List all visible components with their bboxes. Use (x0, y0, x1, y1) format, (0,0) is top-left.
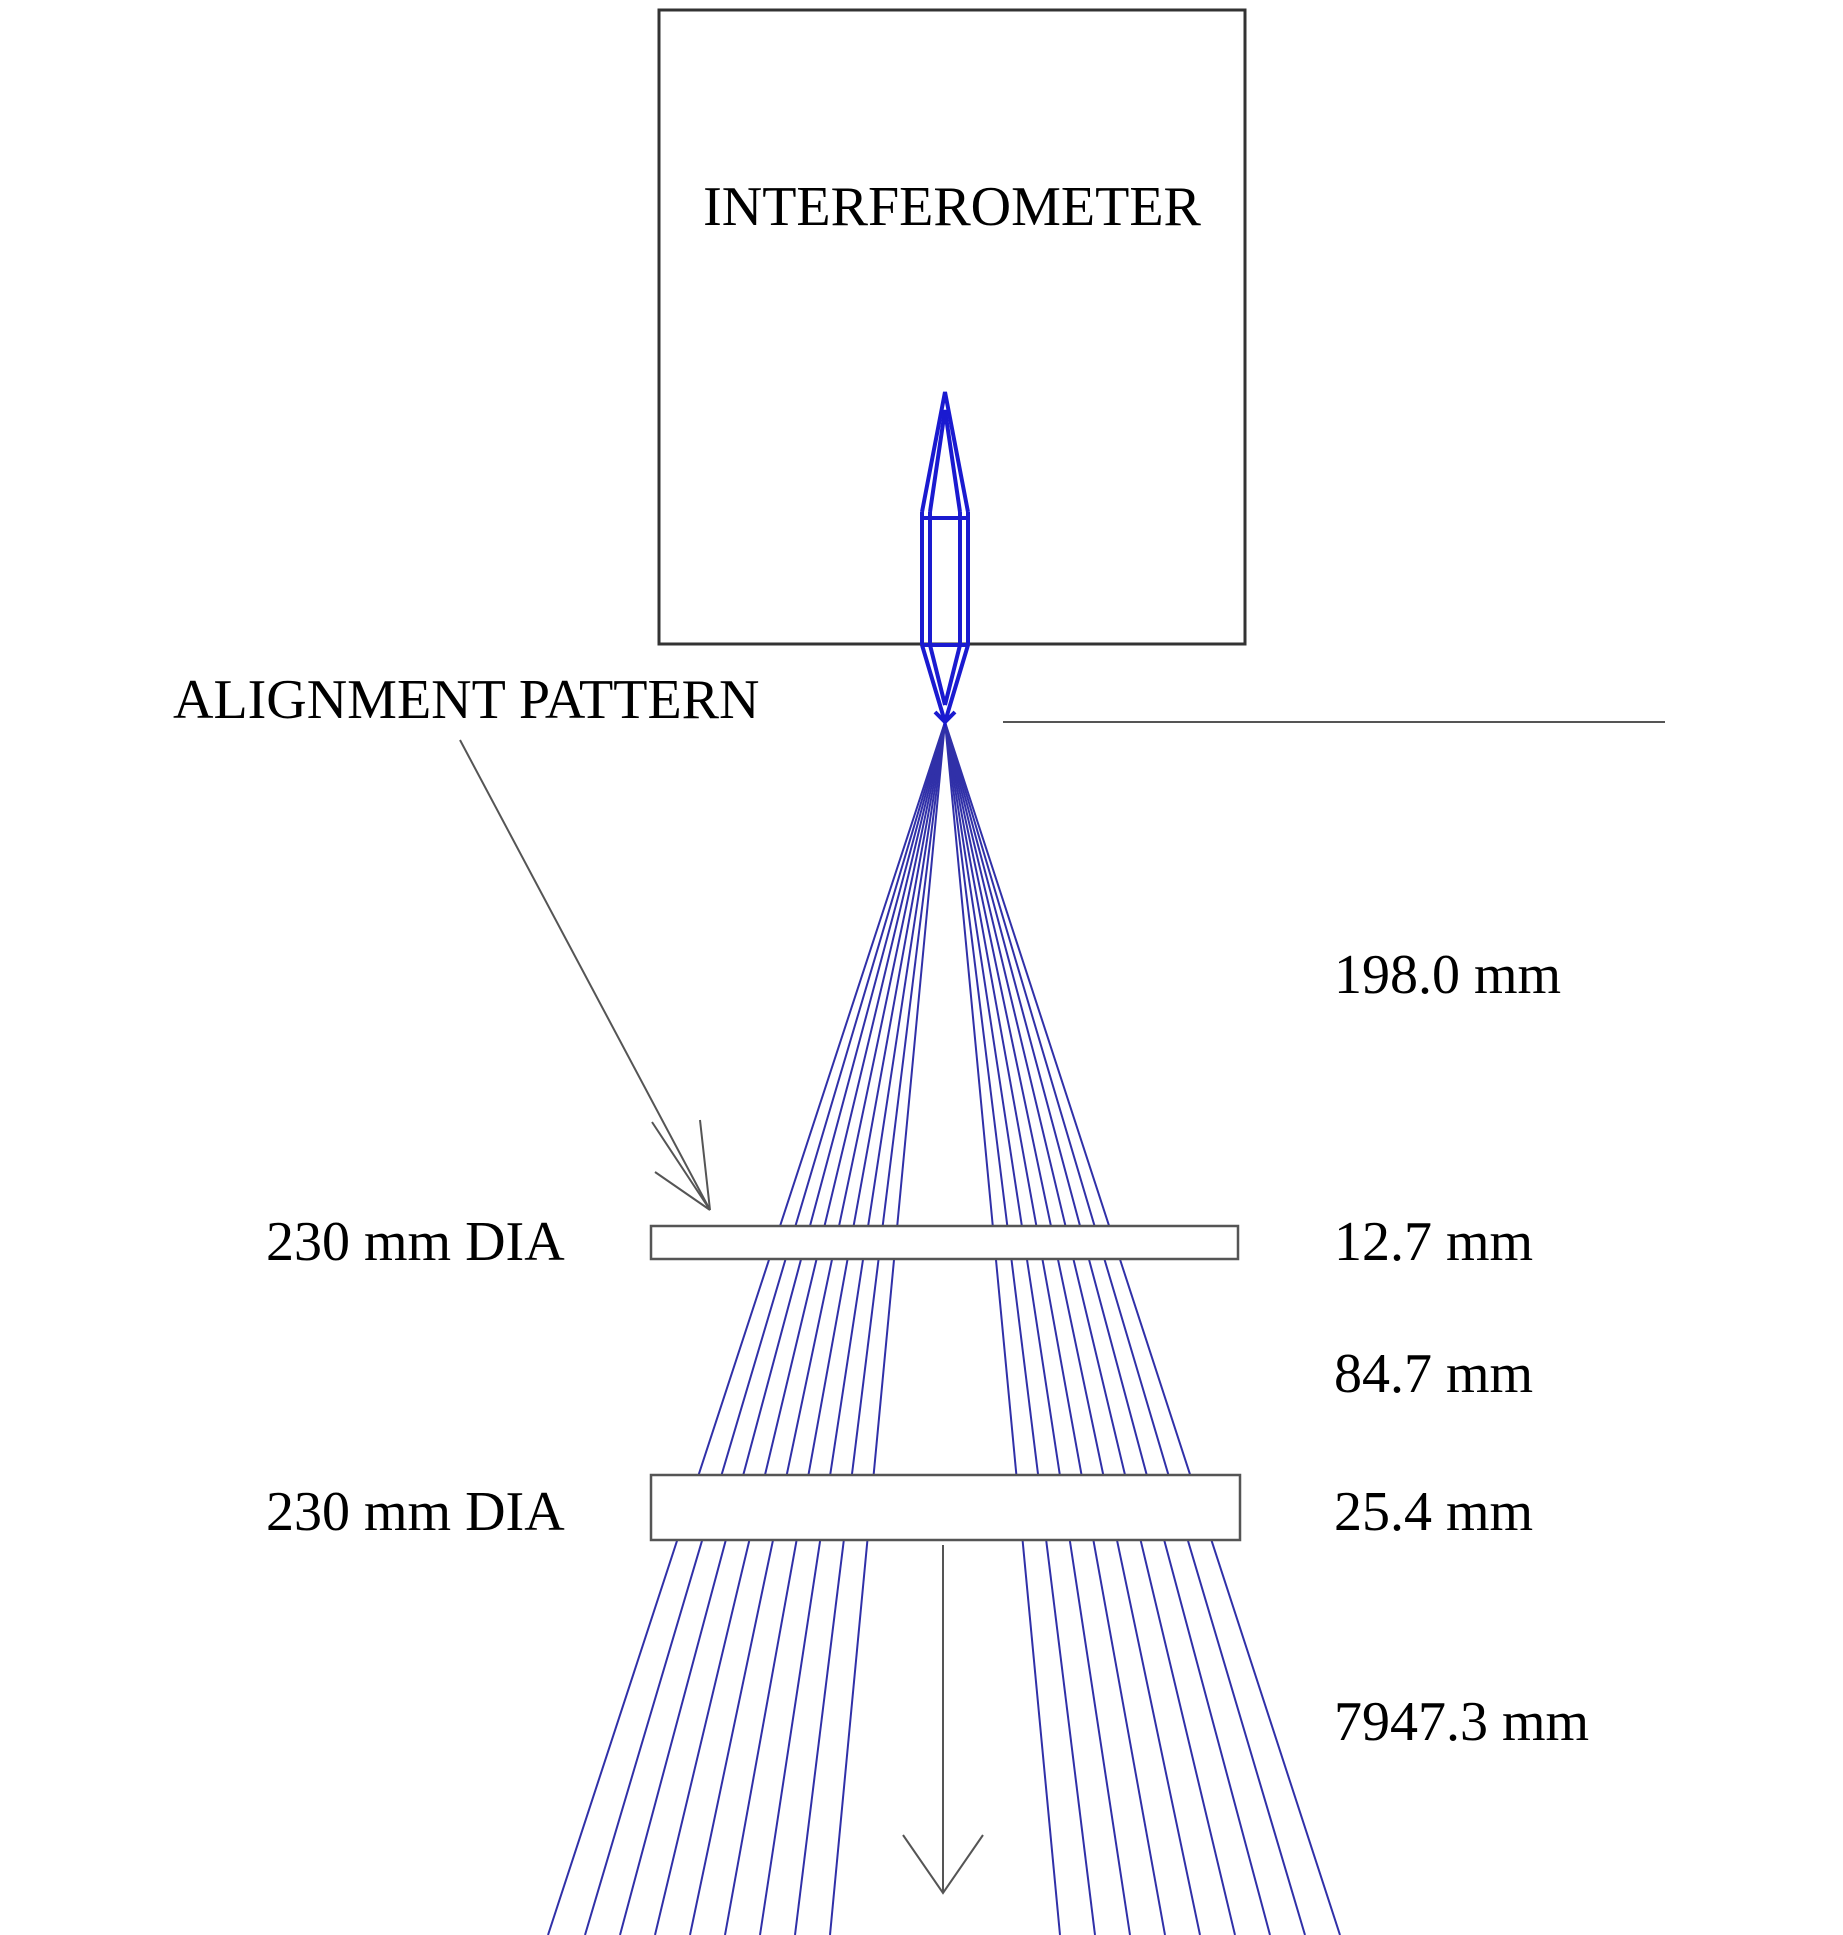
ray-line (944, 721, 1201, 1935)
ray-line (944, 721, 1061, 1935)
distance-plate2-thickness: 25.4 mm (1334, 1481, 1533, 1543)
interferometer-box (657, 8, 1247, 646)
ray-line (547, 721, 946, 1935)
distance-gap-between-plates: 84.7 mm (1334, 1343, 1533, 1405)
plate-2-diameter-label: 230 mm DIA (266, 1481, 565, 1543)
ray-line (724, 721, 946, 1935)
output-beam-segment (920, 391, 970, 513)
ray-line (944, 721, 1341, 1935)
output-beam-segment (920, 644, 970, 729)
plate-1-diameter-label: 230 mm DIA (266, 1211, 565, 1273)
distance-plate1-thickness: 12.7 mm (1334, 1211, 1533, 1273)
plate-2 (649, 1473, 1242, 1542)
output-beam-segment (928, 512, 962, 645)
output-beam-segment (928, 644, 962, 706)
interferometer-output-beam (920, 391, 970, 729)
ray-line (944, 721, 1096, 1935)
alignment-pattern-pointer (459, 739, 711, 1211)
output-beam-segment (928, 409, 962, 513)
ray-line (689, 721, 946, 1935)
ray-line (654, 721, 946, 1935)
alignment-pattern-label: ALIGNMENT PATTERN (173, 669, 759, 731)
ray-line (619, 721, 946, 1935)
ray-line (944, 721, 1236, 1935)
output-beam-segment (920, 512, 970, 645)
ray-line (829, 721, 946, 1935)
distance-plate2-to-detector: 7947.3 mm (1334, 1691, 1589, 1753)
ray-bundle (547, 721, 1341, 1935)
ray-line (584, 721, 946, 1935)
plate-1 (649, 1224, 1240, 1261)
ray-line (944, 721, 1131, 1935)
distance-focus-to-plate1: 198.0 mm (1334, 944, 1561, 1006)
alignment-pattern-arrowhead (651, 1119, 711, 1211)
ray-line (944, 721, 1166, 1935)
ray-line (794, 721, 946, 1935)
detector-direction-arrowhead (902, 1834, 984, 1895)
output-beam-segment (933, 710, 957, 725)
interferometer-label: INTERFEROMETER (703, 176, 1201, 238)
ray-line (759, 721, 946, 1935)
ray-line (944, 721, 1306, 1935)
ray-line (944, 721, 1271, 1935)
